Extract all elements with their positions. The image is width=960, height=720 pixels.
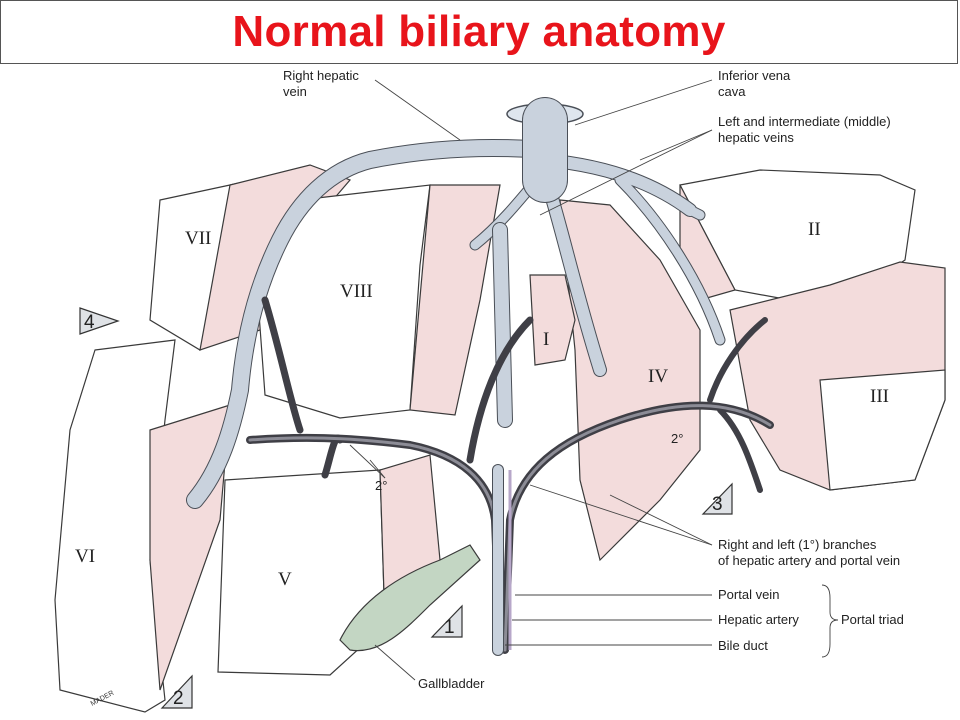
segment-label-viii: VIII [340, 281, 373, 302]
svg-text:2: 2 [173, 688, 184, 709]
segment-i-shape [529, 274, 576, 366]
label-branches: Right and left (1°) branches of hepatic … [718, 537, 900, 568]
annotation-labels: Right hepatic vein Inferior vena cava Le… [90, 68, 904, 708]
title-bar: Normal biliary anatomy [0, 0, 958, 64]
segment-label-i: I [543, 329, 549, 350]
marker-1: 1 [430, 604, 463, 638]
second-order-label-right: 2° [375, 478, 387, 493]
label-gallbladder: Gallbladder [418, 676, 485, 691]
portal-branches [246, 296, 774, 656]
gallbladder-shape [339, 544, 481, 652]
marker-4: 4 [79, 307, 120, 335]
second-order-label-left: 2° [671, 431, 683, 446]
marker-3: 3 [701, 482, 733, 515]
segment-label-vii: VII [185, 228, 211, 249]
marker-2: 2 [160, 674, 193, 709]
label-right-hepatic-vein: Right hepatic vein [283, 68, 363, 99]
order-markers: 1 2 3 4 [79, 307, 733, 709]
leader-lines [349, 79, 839, 681]
segment-ii-shape [679, 169, 916, 301]
label-inferior-vena-cava: Inferior vena cava [718, 68, 794, 99]
label-portal-vein: Portal vein [718, 587, 779, 602]
hepatic-veins [186, 97, 726, 509]
segment-iv-shape [559, 199, 701, 562]
segment-label-iv: IV [648, 366, 668, 387]
svg-text:3: 3 [712, 494, 723, 515]
segment-label-vi: VI [75, 546, 95, 567]
page-title: Normal biliary anatomy [232, 7, 726, 56]
label-hepatic-artery: Hepatic artery [718, 612, 799, 627]
segment-vi-shape [54, 339, 176, 713]
label-left-middle-hepatic-veins: Left and intermediate (middle) hepatic v… [718, 114, 894, 145]
segment-label-ii: II [808, 219, 821, 240]
svg-text:4: 4 [84, 312, 95, 333]
segment-label-iii: III [870, 386, 889, 407]
label-portal-triad: Portal triad [841, 612, 904, 627]
label-bile-duct: Bile duct [718, 638, 768, 653]
liver-segments-diagram: I II III IV V VI VII VIII 1 2 3 4 2° 2° … [54, 68, 946, 713]
segment-labels: I II III IV V VI VII VIII [75, 219, 889, 590]
segment-label-v: V [278, 569, 292, 590]
svg-text:1: 1 [444, 617, 455, 638]
